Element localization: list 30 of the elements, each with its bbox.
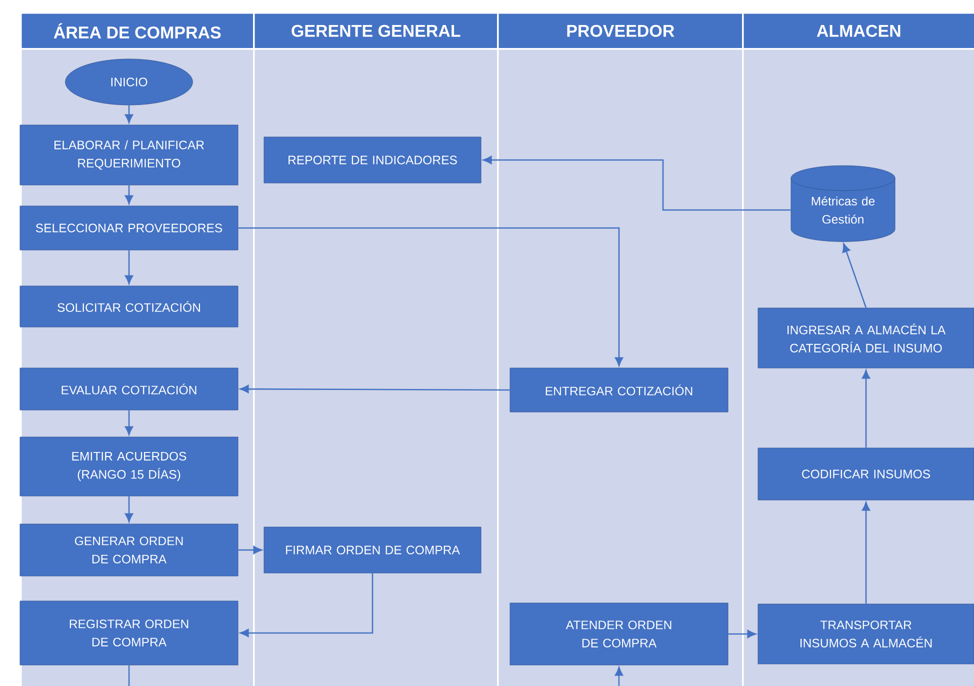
- arrow: [728, 630, 756, 638]
- process-box: SOLICITAR COTIZACIÓN: [20, 286, 238, 328]
- arrow: [240, 384, 510, 394]
- process-box: EMITIR ACUERDOS (RANGO 15 DÍAS): [20, 436, 238, 496]
- process-box: CODIFICAR INSUMOS: [758, 448, 974, 500]
- process-box: FIRMAR ORDEN DE COMPRA: [264, 526, 482, 574]
- arrow: [842, 243, 867, 308]
- process-box: REGISTRAR ORDEN DE COMPRA: [20, 600, 238, 666]
- process-box: INGRESAR A ALMACÉN LA CATEGORÍA DEL INSUMO: [758, 308, 974, 368]
- process-box: ELABORAR / PLANIFICAR REQUERIMIENTO: [20, 124, 238, 186]
- process-box: TRANSPORTAR INSUMOS A ALMACÉN: [758, 604, 974, 664]
- arrow: [862, 370, 870, 448]
- process-box: ENTREGAR COTIZACIÓN: [510, 368, 728, 412]
- arrow: [124, 410, 134, 436]
- arrow: [482, 156, 791, 211]
- database-cylinder: Métricas de Gestión: [790, 165, 896, 242]
- process-box: REPORTE DE INDICADORES: [264, 136, 482, 184]
- arrow: [124, 105, 134, 124]
- process-box: GENERAR ORDEN DE COMPRA: [20, 524, 238, 576]
- arrow: [124, 496, 134, 522]
- arrow: [240, 573, 374, 638]
- process-box: ATENDER ORDEN DE COMPRA: [510, 602, 728, 666]
- process-box: EVALUAR COTIZACIÓN: [20, 368, 238, 410]
- process-box: SELECCIONAR PROVEEDORES: [20, 206, 238, 250]
- arrow: [238, 227, 624, 366]
- arrow: [238, 546, 262, 554]
- arrow: [614, 666, 624, 686]
- arrow: [124, 250, 134, 284]
- arrow: [124, 185, 134, 204]
- arrow: [862, 502, 870, 604]
